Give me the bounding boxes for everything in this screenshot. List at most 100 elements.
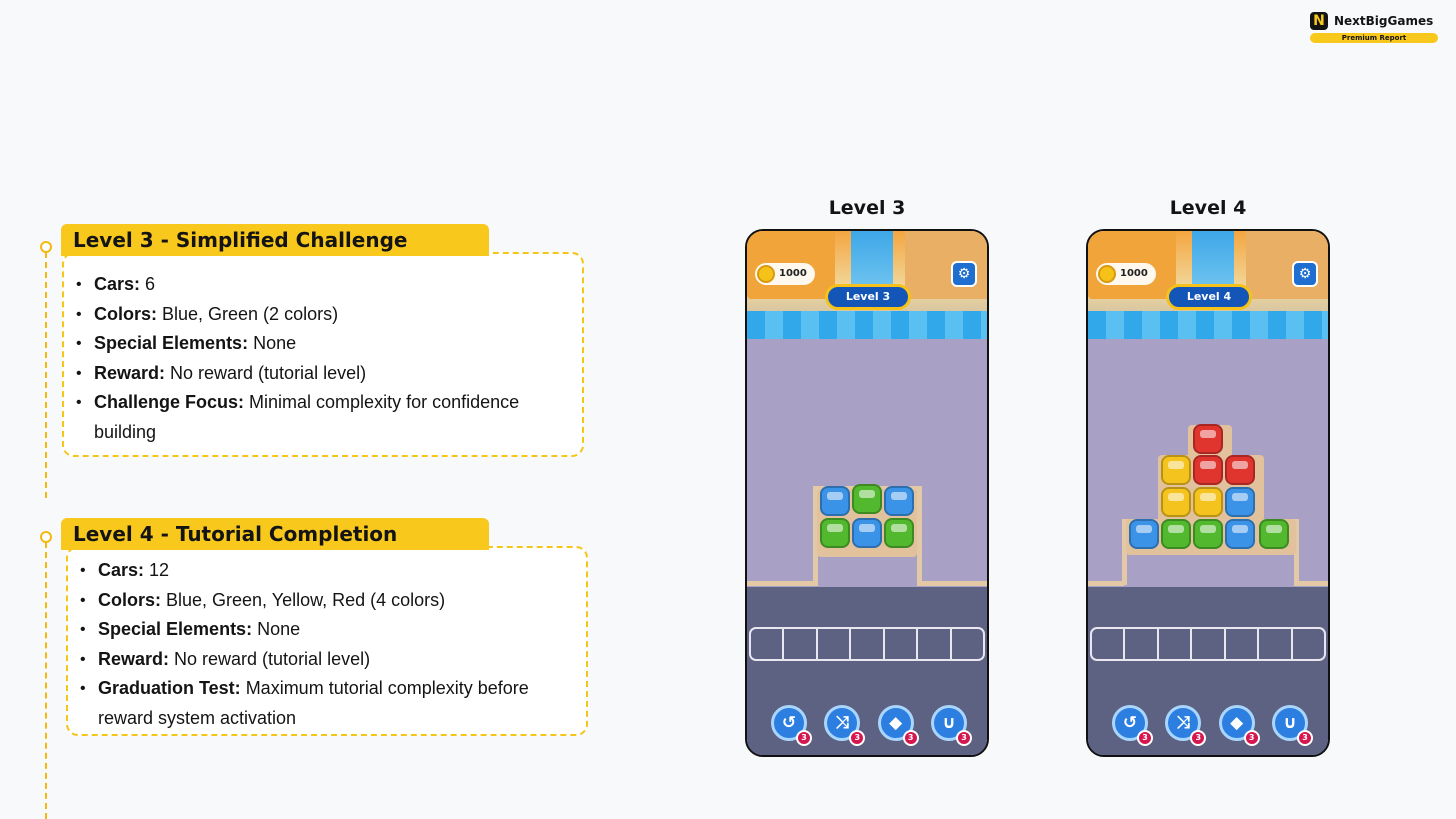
booster-count: 3 <box>1190 730 1207 746</box>
car-red[interactable] <box>1225 455 1255 485</box>
premium-badge: Premium Report <box>1310 33 1438 43</box>
car-red[interactable] <box>1193 455 1223 485</box>
booster-count: 3 <box>1243 730 1260 746</box>
timeline-dot-2 <box>40 531 52 543</box>
car-red[interactable] <box>1193 424 1223 454</box>
list-item: Special Elements: None <box>80 615 576 645</box>
list-item: Colors: Blue, Green, Yellow, Red (4 colo… <box>80 586 576 616</box>
car-blue[interactable] <box>1225 519 1255 549</box>
car-green[interactable] <box>884 518 914 548</box>
curb <box>1122 519 1127 585</box>
car-blue[interactable] <box>820 486 850 516</box>
booster-count: 3 <box>1296 730 1313 746</box>
item-value: 12 <box>144 560 170 580</box>
slot <box>851 629 885 659</box>
gear-icon[interactable]: ⚙ <box>951 261 977 287</box>
car-green[interactable] <box>1193 519 1223 549</box>
coin-icon <box>1098 265 1116 283</box>
car-blue[interactable] <box>1225 487 1255 517</box>
coin-value: 1000 <box>1120 268 1148 279</box>
item-label: Colors: <box>94 303 157 324</box>
level3-list: Cars: 6 Colors: Blue, Green (2 colors) S… <box>64 254 582 447</box>
section-level4-title: Level 4 - Tutorial Completion <box>61 518 489 550</box>
sort-icon[interactable]: ◆3 <box>1218 705 1260 746</box>
timeline-line-2 <box>45 542 47 819</box>
curb <box>1088 581 1124 586</box>
car-yellow[interactable] <box>1161 487 1191 517</box>
list-item: Challenge Focus: Minimal complexity for … <box>76 388 572 447</box>
section-level3-title: Level 3 - Simplified Challenge <box>61 224 489 256</box>
item-label: Cars: <box>98 560 145 580</box>
phone-caption-level3: Level 3 <box>828 197 906 219</box>
item-value: Minimal complexity for confidence buildi… <box>94 392 520 442</box>
car-blue[interactable] <box>1129 519 1159 549</box>
list-item: Reward: No reward (tutorial level) <box>80 645 576 675</box>
car-green[interactable] <box>1259 519 1289 549</box>
slot <box>1159 629 1193 659</box>
slot <box>818 629 852 659</box>
section-level3-box: Cars: 6 Colors: Blue, Green (2 colors) S… <box>62 252 584 457</box>
booster-count: 3 <box>902 730 919 746</box>
list-item: Cars: 6 <box>76 270 572 300</box>
car-green[interactable] <box>1161 519 1191 549</box>
timeline-line-1 <box>45 252 47 498</box>
item-value: 6 <box>140 274 156 294</box>
curb <box>917 486 922 586</box>
brand-header: N NextBigGames Premium Report <box>1310 12 1438 43</box>
car-green[interactable] <box>852 484 882 514</box>
phone-caption-level4: Level 4 <box>1169 197 1247 219</box>
slot <box>1125 629 1159 659</box>
slot <box>952 629 983 659</box>
car-yellow[interactable] <box>1193 487 1223 517</box>
list-item: Reward: No reward (tutorial level) <box>76 359 572 389</box>
list-item: Special Elements: None <box>76 329 572 359</box>
item-label: Graduation Test: <box>98 678 241 698</box>
slot <box>751 629 785 659</box>
level-pill: Level 3 <box>825 284 911 310</box>
item-label: Reward: <box>98 648 170 669</box>
item-label: Special Elements: <box>94 333 249 353</box>
slot <box>1192 629 1226 659</box>
item-value: No reward (tutorial level) <box>165 362 367 383</box>
timeline-dot-1 <box>40 241 52 253</box>
booster-count: 3 <box>849 730 866 746</box>
car-green[interactable] <box>820 518 850 548</box>
shuffle-icon[interactable]: ⤨3 <box>1165 705 1207 746</box>
list-item: Cars: 12 <box>80 556 576 586</box>
coin-icon <box>757 265 775 283</box>
parking-slots <box>749 627 985 661</box>
water-strip <box>1088 311 1328 339</box>
curb <box>813 486 818 586</box>
booster-count: 3 <box>1137 730 1153 746</box>
curb <box>917 581 987 586</box>
booster-bar: ↺3 ⤨3 ◆3 ∪3 <box>1112 705 1313 747</box>
level4-list: Cars: 12 Colors: Blue, Green, Yellow, Re… <box>68 548 586 733</box>
water-strip <box>747 311 987 339</box>
car-blue[interactable] <box>852 518 882 548</box>
brand-row: N NextBigGames <box>1310 12 1438 30</box>
slot <box>1293 629 1324 659</box>
car-blue[interactable] <box>884 486 914 516</box>
item-value: Blue, Green (2 colors) <box>157 303 339 324</box>
booster-count: 3 <box>955 730 972 746</box>
magnet-icon[interactable]: ∪3 <box>1271 705 1313 746</box>
shuffle-icon[interactable]: ⤨3 <box>824 705 866 746</box>
item-value: None <box>248 333 297 353</box>
slot <box>1259 629 1293 659</box>
item-label: Special Elements: <box>98 619 253 639</box>
booster-count: 3 <box>796 730 812 746</box>
slot <box>784 629 818 659</box>
phone-screenshot-level4: 1000 ⚙ Level 4 ↺3 ⤨3 ◆3 ∪3 <box>1086 229 1330 757</box>
brand-logo-icon: N <box>1310 12 1328 30</box>
undo-icon[interactable]: ↺3 <box>771 705 812 746</box>
brand-name: NextBigGames <box>1334 14 1434 28</box>
sort-icon[interactable]: ◆3 <box>877 705 919 746</box>
magnet-icon[interactable]: ∪3 <box>930 705 972 746</box>
car-yellow[interactable] <box>1161 455 1191 485</box>
undo-icon[interactable]: ↺3 <box>1112 705 1153 746</box>
gear-icon[interactable]: ⚙ <box>1292 261 1318 287</box>
coin-counter: 1000 <box>755 263 815 285</box>
coin-counter: 1000 <box>1096 263 1156 285</box>
item-value: None <box>252 619 301 639</box>
phone-screenshot-level3: 1000 ⚙ Level 3 ↺3 ⤨3 ◆3 ∪3 <box>745 229 989 757</box>
